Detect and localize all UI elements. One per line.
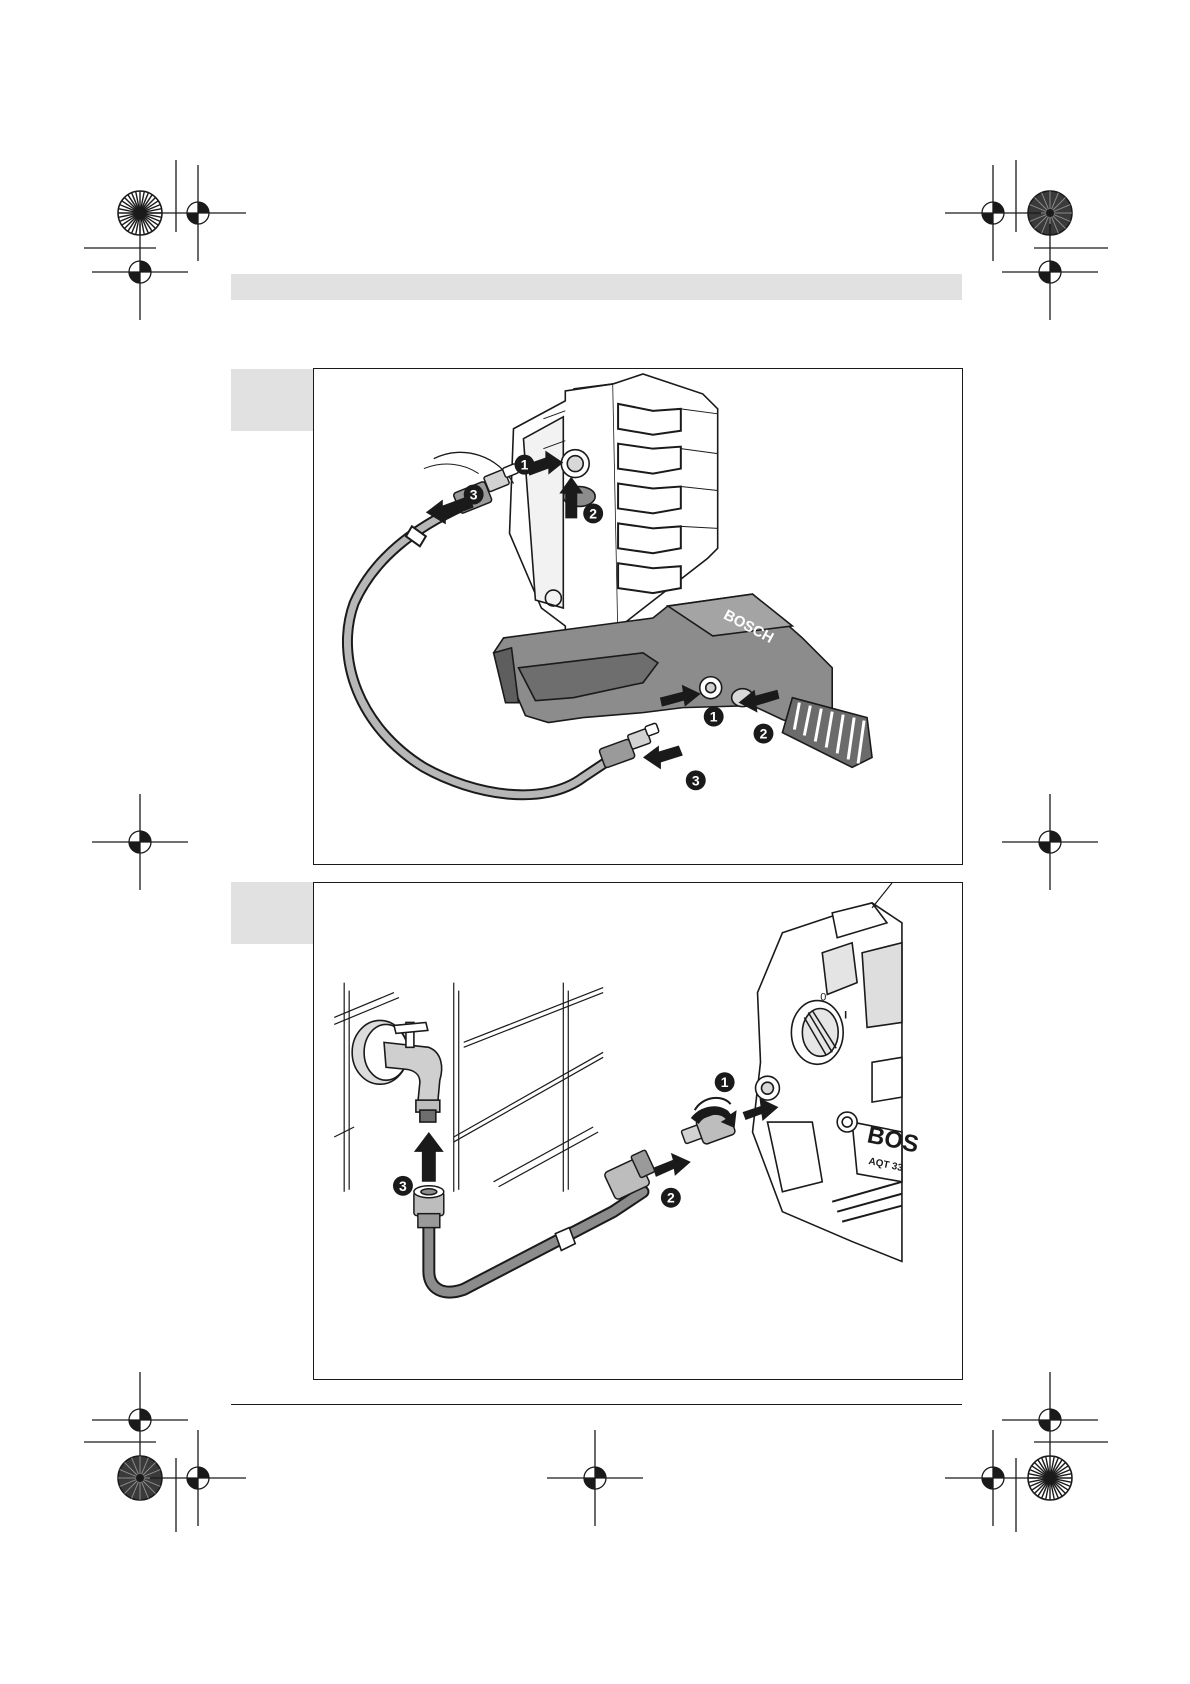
hose-coupling-faucet: [414, 1186, 444, 1228]
arrows: [414, 1098, 779, 1182]
spray-gun: [494, 594, 872, 767]
step-number: 2: [589, 505, 597, 521]
step-number: 1: [710, 709, 718, 725]
step-number: 2: [760, 726, 768, 742]
machine-body: [753, 883, 902, 1261]
header-bar: [231, 274, 962, 300]
footer-rule: [231, 1404, 962, 1405]
figure-tab-top: [231, 369, 313, 431]
switch-label-on: I: [844, 1009, 847, 1021]
water-faucet: [352, 1020, 441, 1122]
arrow-icon: [643, 745, 683, 769]
arrow-icon: [653, 1153, 691, 1177]
step-number: 3: [692, 772, 700, 788]
step-number: 3: [399, 1178, 407, 1194]
step-number: 2: [667, 1190, 675, 1206]
step-number: 1: [721, 1074, 729, 1090]
illustration-connect-water-supply: BOS AQT 33 0 I 1 2 3: [314, 883, 962, 1379]
illustration-connect-high-pressure-hose: BOSCH 1 2 3 1 2: [314, 369, 962, 864]
water-hose: [429, 1192, 643, 1292]
tiled-wall: [334, 983, 603, 1192]
arrow-icon: [414, 1132, 444, 1182]
switch-label-off: 0: [820, 992, 826, 1004]
step-number: 1: [521, 457, 529, 473]
figure-tab-bottom: [231, 882, 313, 944]
figure-frame-bottom: BOS AQT 33 0 I 1 2 3: [313, 882, 963, 1380]
step-number: 3: [470, 486, 478, 502]
figure-frame-top: BOSCH 1 2 3 1 2: [313, 368, 963, 865]
